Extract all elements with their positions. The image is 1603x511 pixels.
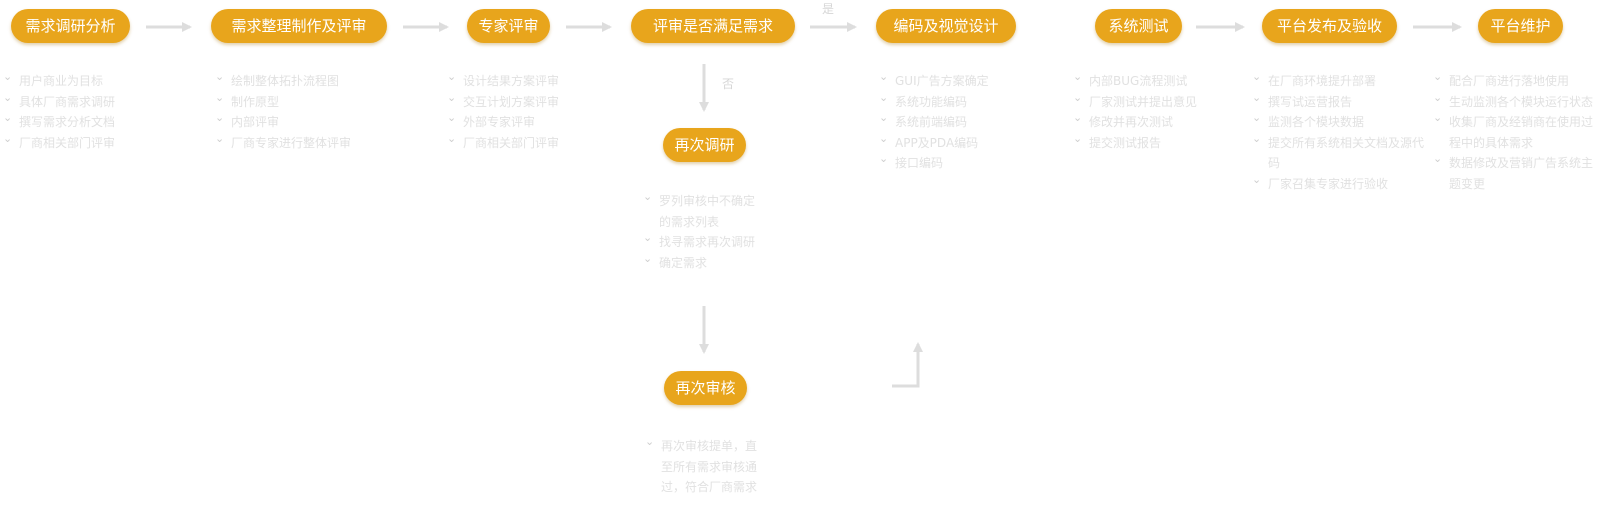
node-re-research: 再次调研 <box>663 128 746 162</box>
node-coding-visual-design: 编码及视觉设计 <box>876 9 1016 43</box>
note-item: 撰写需求分析文档 <box>1 108 151 133</box>
note-item: 厂家召集专家进行验收 <box>1250 170 1425 195</box>
note-item: 制作原型 <box>213 88 393 113</box>
notes-re-research: 罗列审核中不确定的需求列表 找寻需求再次调研 确定需求 <box>641 187 763 274</box>
notes-requirement-research: 用户商业为目标 具体厂商需求调研 撰写需求分析文档 厂商相关部门评审 <box>1 67 151 154</box>
note-item: 设计结果方案评审 <box>445 67 595 92</box>
note-item: 系统前端编码 <box>877 108 1027 133</box>
note-item: 外部专家评审 <box>445 108 595 133</box>
notes-system-test: 内部BUG流程测试 厂家测试并提出意见 修改并再次测试 提交测试报告 <box>1071 67 1231 154</box>
note-item: 内部BUG流程测试 <box>1071 67 1231 92</box>
notes-platform-maintenance: 配合厂商进行落地使用 生动监测各个模块运行状态 收集厂商及经销商在使用过程中的具… <box>1431 67 1601 194</box>
notes-coding-visual-design: GUI广告方案确定 系统功能编码 系统前端编码 APP及PDA编码 接口编码 <box>877 67 1027 174</box>
note-item: 提交测试报告 <box>1071 129 1231 154</box>
note-item: 生动监测各个模块运行状态 <box>1431 88 1601 113</box>
note-item: 收集厂商及经销商在使用过程中的具体需求 <box>1431 108 1601 153</box>
label-no: 否 <box>722 77 735 91</box>
node-system-test: 系统测试 <box>1095 9 1182 43</box>
note-item: 厂商专家进行整体评审 <box>213 129 393 154</box>
note-item: 用户商业为目标 <box>1 67 151 92</box>
note-item: 配合厂商进行落地使用 <box>1431 67 1601 92</box>
node-release-acceptance: 平台发布及验收 <box>1262 9 1397 43</box>
node-re-review: 再次审核 <box>664 371 747 405</box>
note-item: 提交所有系统相关文档及源代码 <box>1250 129 1425 174</box>
note-item: 内部评审 <box>213 108 393 133</box>
note-item: 系统功能编码 <box>877 88 1027 113</box>
note-item: 厂商相关部门评审 <box>1 129 151 154</box>
note-item: 监测各个模块数据 <box>1250 108 1425 133</box>
note-item: 绘制整体拓扑流程图 <box>213 67 393 92</box>
note-item: 修改并再次测试 <box>1071 108 1231 133</box>
note-item: 接口编码 <box>877 149 1027 174</box>
node-requirement-research: 需求调研分析 <box>11 9 130 43</box>
note-item: 交互计划方案评审 <box>445 88 595 113</box>
note-item: 找寻需求再次调研 <box>641 228 763 253</box>
note-item: 罗列审核中不确定的需求列表 <box>641 187 763 232</box>
notes-release-acceptance: 在厂商环境提升部署 撰写试运营报告 监测各个模块数据 提交所有系统相关文档及源代… <box>1250 67 1425 195</box>
note-item: 在厂商环境提升部署 <box>1250 67 1425 92</box>
note-item: APP及PDA编码 <box>877 129 1027 154</box>
node-review-decision: 评审是否满足需求 <box>631 9 795 43</box>
label-yes: 是 <box>822 2 835 16</box>
notes-re-review: 再次审核提单，直至所有需求审核通过，符合厂商需求 <box>643 432 765 498</box>
note-item: 数据修改及营销广告系统主题变更 <box>1431 149 1601 194</box>
note-item: 具体厂商需求调研 <box>1 88 151 113</box>
note-item: 厂商相关部门评审 <box>445 129 595 154</box>
arrow-re-review-to-coding <box>892 342 923 388</box>
notes-requirement-design-review: 绘制整体拓扑流程图 制作原型 内部评审 厂商专家进行整体评审 <box>213 67 393 154</box>
note-item: GUI广告方案确定 <box>877 67 1027 92</box>
note-item: 撰写试运营报告 <box>1250 88 1425 113</box>
note-item: 再次审核提单，直至所有需求审核通过，符合厂商需求 <box>643 432 765 498</box>
node-expert-review: 专家评审 <box>467 9 550 43</box>
note-item: 确定需求 <box>641 249 763 274</box>
node-requirement-design-review: 需求整理制作及评审 <box>211 9 387 43</box>
node-platform-maintenance: 平台维护 <box>1478 9 1563 43</box>
notes-expert-review: 设计结果方案评审 交互计划方案评审 外部专家评审 厂商相关部门评审 <box>445 67 595 154</box>
note-item: 厂家测试并提出意见 <box>1071 88 1231 113</box>
